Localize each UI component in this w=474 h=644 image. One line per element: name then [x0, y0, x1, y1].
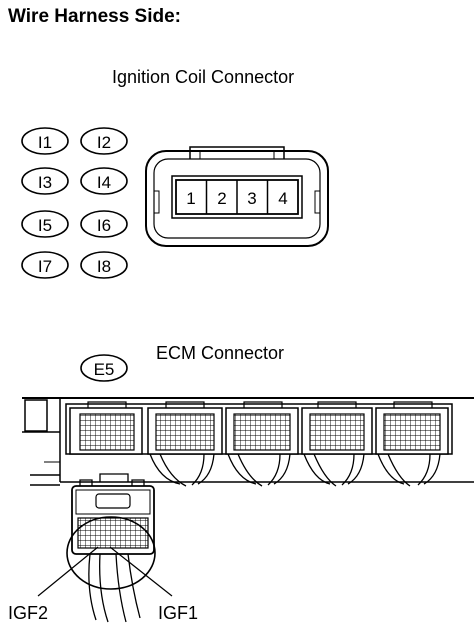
- pin-1: 1: [186, 189, 195, 208]
- pin-4: 4: [278, 189, 287, 208]
- svg-text:I5: I5: [38, 216, 52, 235]
- ecm-connector-e5: [69, 401, 143, 455]
- ecm-connector-3: [225, 401, 299, 487]
- e5-harness-plug: [71, 473, 155, 623]
- connector-code-i8: I8: [80, 251, 128, 279]
- pin-2: 2: [217, 189, 226, 208]
- connector-code-i7: I7: [21, 251, 69, 279]
- connector-code-i3: I3: [21, 167, 69, 195]
- connector-code-i5: I5: [21, 210, 69, 238]
- ecm-connector-code: E5: [80, 354, 128, 382]
- svg-text:E5: E5: [94, 360, 115, 379]
- connector-code-i6: I6: [80, 210, 128, 238]
- pin-3: 3: [247, 189, 256, 208]
- svg-text:I6: I6: [97, 216, 111, 235]
- ecm-connector-4: [301, 401, 373, 487]
- ecm-connector-5: [375, 401, 449, 487]
- igf2-label: IGF2: [8, 603, 48, 623]
- igf-callout: [37, 516, 173, 597]
- ecm-connector-2: [147, 401, 223, 487]
- ecm-connector-bank: [69, 401, 449, 487]
- igf1-label: IGF1: [158, 603, 198, 623]
- svg-text:I4: I4: [97, 173, 111, 192]
- connector-code-i4: I4: [80, 167, 128, 195]
- svg-text:I2: I2: [97, 133, 111, 152]
- svg-text:I7: I7: [38, 257, 52, 276]
- page-title: Wire Harness Side:: [8, 6, 182, 27]
- svg-text:I1: I1: [38, 133, 52, 152]
- ecm-connector-title: ECM Connector: [156, 343, 285, 363]
- ignition-coil-connector: 1 2 3 4: [145, 146, 329, 247]
- ignition-connector-codes: I1 I2 I3 I4 I5 I6 I7 I8: [21, 127, 128, 279]
- svg-text:I3: I3: [38, 173, 52, 192]
- svg-text:I8: I8: [97, 257, 111, 276]
- connector-code-i2: I2: [80, 127, 128, 155]
- connector-code-i1: I1: [21, 127, 69, 155]
- ignition-connector-title: Ignition Coil Connector: [112, 67, 295, 87]
